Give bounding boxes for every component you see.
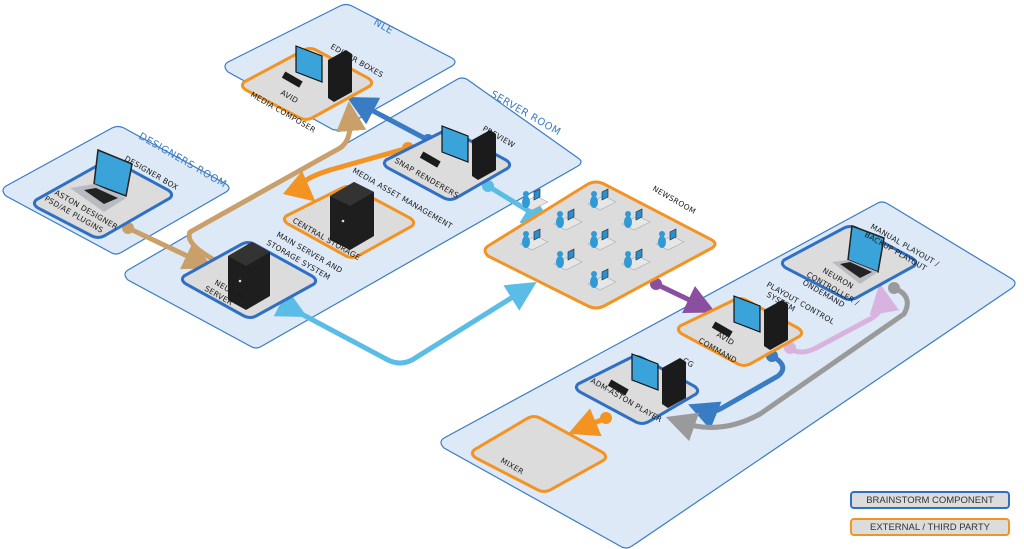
- legend-external-third-party: EXTERNAL / THIRD PARTY: [850, 518, 1010, 536]
- link-server-newsroom: [273, 282, 537, 366]
- link-preview-to-storage: [282, 145, 411, 202]
- server-tower-icon: [330, 182, 374, 250]
- component-newsroom[interactable]: NEWSROOM: [483, 180, 717, 310]
- link-command-to-cg: [688, 353, 786, 430]
- newsroom-desk-icon: [655, 228, 685, 251]
- link-preview-to-newsroom: [485, 183, 553, 226]
- link-preview-to-editor: [346, 96, 431, 143]
- link-newsroom-to-command: [653, 281, 716, 314]
- link-command-to-controller: [787, 283, 900, 355]
- newsroom-desk-icon: [621, 248, 651, 271]
- link-server-to-editor: [186, 101, 367, 265]
- newsroom-desk-icon: [519, 228, 549, 251]
- newsroom-desks-icon: [519, 188, 685, 291]
- laptop-icon: [70, 148, 133, 212]
- newsroom-desk-icon: [519, 188, 549, 211]
- newsroom-desk-icon: [587, 268, 617, 291]
- link-node: [600, 412, 612, 424]
- server-tower-icon: [228, 242, 270, 310]
- workstation-icon: [281, 45, 352, 102]
- component-editor-boxes[interactable]: EDITOR BOXES AVID MEDIA COMPOSER: [240, 42, 385, 135]
- laptop-icon: [832, 224, 885, 284]
- workstation-icon: [607, 353, 686, 408]
- link-designer-to-server: [125, 225, 214, 270]
- link-node: [888, 282, 900, 294]
- newsroom-desk-icon: [553, 248, 583, 271]
- newsroom-desk-icon: [587, 188, 617, 211]
- newsroom-desk-icon: [587, 228, 617, 251]
- link-controller-to-cg: [665, 285, 910, 442]
- link-node: [784, 342, 796, 354]
- component-cg[interactable]: CG ADM-ASTON PLAYER: [574, 353, 700, 425]
- legend-brainstorm-component: BRAINSTORM COMPONENT: [850, 491, 1010, 509]
- workstation-icon: [419, 125, 496, 180]
- newsroom-desk-icon: [621, 208, 651, 231]
- component-mixer[interactable]: MIXER: [470, 415, 608, 493]
- newsroom-desk-icon: [553, 208, 583, 231]
- workstation-icon: [711, 295, 788, 350]
